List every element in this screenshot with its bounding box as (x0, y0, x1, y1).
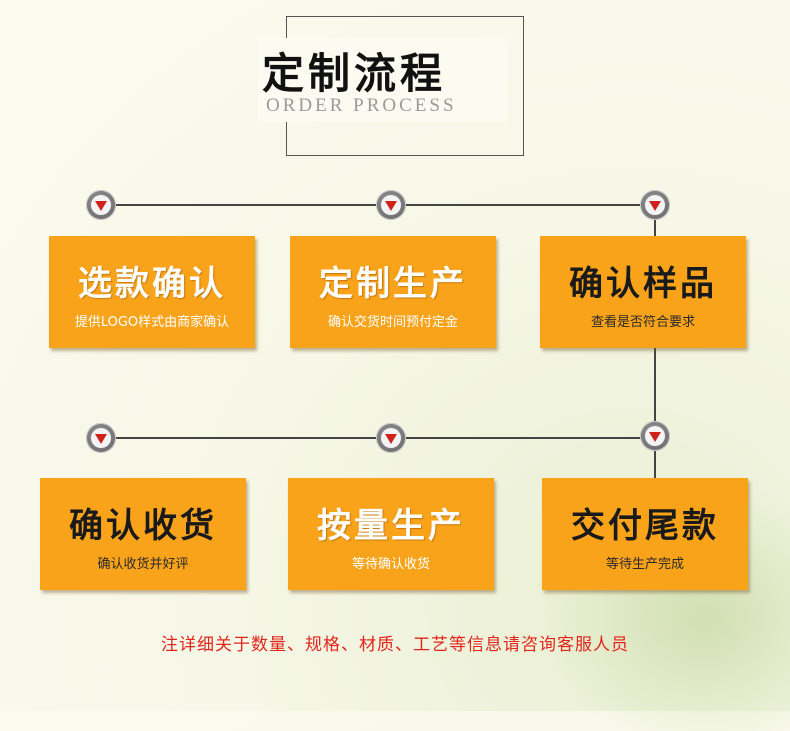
step-desc: 确认收货并好评 (97, 557, 189, 572)
step-desc: 提供LOGO样式由商家确认 (74, 315, 230, 330)
step-card-final-payment: 交付尾款 等待生产完成 (542, 478, 748, 590)
arrow-node-icon (376, 190, 406, 220)
arrow-node-icon (86, 190, 116, 220)
arrow-node-icon (86, 423, 116, 453)
footnote-text: 注详细关于数量、规格、材质、工艺等信息请咨询客服人员 (161, 635, 629, 655)
step-title: 确认收货 (69, 506, 217, 546)
step-card-custom-production: 定制生产 确认交货时间预付定金 (290, 236, 496, 348)
arrow-node-icon (640, 421, 670, 451)
step-desc: 等待确认收货 (351, 557, 430, 572)
step-card-mass-production: 按量生产 等待确认收货 (288, 478, 494, 590)
step-desc: 确认交货时间预付定金 (327, 315, 458, 330)
step-card-confirm-receipt: 确认收货 确认收货并好评 (40, 478, 246, 590)
page-subtitle: ORDER PROCESS (266, 95, 457, 116)
page-title: 定制流程 (262, 49, 447, 98)
title-backdrop (258, 38, 508, 122)
step-title: 交付尾款 (571, 506, 719, 546)
arrow-node-icon (376, 423, 406, 453)
row1-down-connector (654, 218, 656, 236)
step-card-confirm-sample: 确认样品 查看是否符合要求 (540, 236, 746, 348)
step-desc: 等待生产完成 (605, 557, 684, 572)
step-title: 按量生产 (317, 506, 465, 546)
middle-vertical-connector (654, 348, 656, 480)
step-title: 确认样品 (569, 264, 717, 304)
arrow-node-icon (640, 190, 670, 220)
step-card-select-style: 选款确认 提供LOGO样式由商家确认 (49, 236, 255, 348)
step-title: 选款确认 (78, 264, 226, 304)
step-desc: 查看是否符合要求 (590, 315, 695, 330)
step-title: 定制生产 (319, 264, 467, 304)
